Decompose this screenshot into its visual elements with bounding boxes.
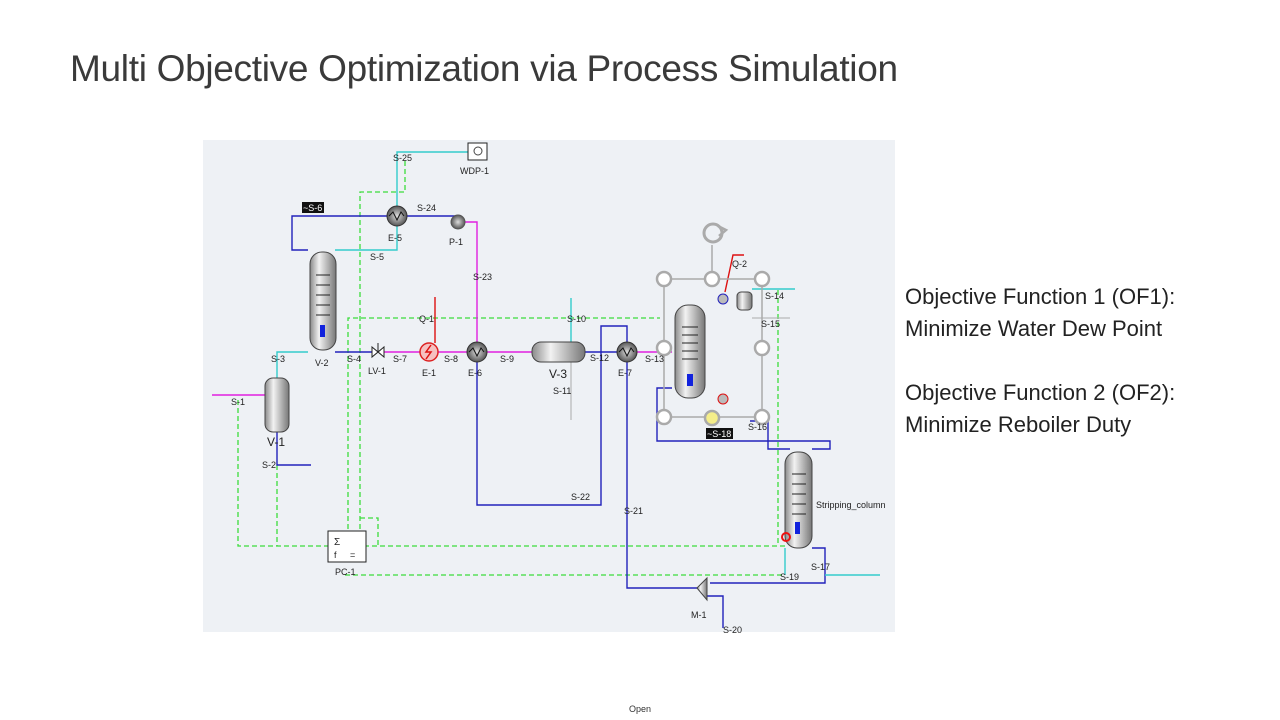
recycle-icon[interactable] (702, 222, 729, 244)
energy-lines (237, 160, 785, 576)
vessel-v1[interactable] (264, 377, 290, 433)
stream-s7: S-7 (393, 354, 407, 364)
svg-text:=: = (350, 550, 355, 560)
pc1-block[interactable]: Σf = (327, 530, 367, 563)
objective-function-2: Objective Function 2 (OF2): Minimize Reb… (905, 377, 1175, 441)
objective-2-goal: Minimize Reboiler Duty (905, 412, 1132, 437)
vessel-v3[interactable] (531, 341, 586, 363)
heat-exchanger-e5[interactable] (386, 205, 408, 227)
label-q1: Q-1 (419, 314, 434, 324)
stream-s11: S-11 (553, 386, 571, 396)
mixer-m1[interactable] (696, 576, 708, 602)
stream-s3: S-3 (271, 354, 285, 364)
stream-s12: S-12 (590, 353, 609, 363)
pump-p1[interactable] (450, 214, 466, 230)
label-e5: E-5 (388, 233, 402, 243)
label-q2: Q-2 (732, 259, 747, 269)
stream-s9: S-9 (500, 354, 514, 364)
stream-s14: S-14 (765, 291, 784, 301)
stream-s24: S-24 (417, 203, 436, 213)
stream-s17: S-17 (811, 562, 830, 572)
vessel-v2[interactable] (309, 251, 337, 351)
wdp1-block[interactable] (467, 142, 488, 161)
stream-s20: S-20 (723, 625, 742, 635)
slide-title: Multi Objective Optimization via Process… (70, 48, 898, 89)
stream-s16: S-16 (748, 422, 767, 432)
label-wdp1: WDP-1 (460, 166, 489, 176)
stripping-column[interactable] (781, 451, 813, 549)
stream-s10: S-10 (567, 314, 586, 324)
objective-2-title: Objective Function 2 (OF2): (905, 380, 1176, 405)
stream-s25: S-25 (393, 153, 412, 163)
stream-s5: S-5 (370, 252, 384, 262)
label-lv1: LV-1 (368, 366, 386, 376)
label-e7: E-7 (618, 368, 632, 378)
label-v2: V-2 (315, 358, 329, 368)
heater-e1[interactable] (419, 342, 439, 362)
svg-text:Σ: Σ (334, 537, 340, 548)
flowsheet-canvas[interactable] (203, 140, 895, 632)
stream-s23: S-23 (473, 272, 492, 282)
stream-s19: S-19 (780, 572, 799, 582)
label-v1: V-1 (267, 435, 285, 449)
stream-s18: ~S-18 (707, 429, 731, 439)
stream-s21: S-21 (624, 506, 643, 516)
heat-exchanger-e7[interactable] (616, 341, 638, 363)
label-e1: E-1 (422, 368, 436, 378)
open-label[interactable]: Open (628, 704, 652, 714)
label-stripping-column: Stripping_column (816, 500, 886, 510)
stream-s6: ~S-6 (303, 203, 322, 213)
objective-function-1: Objective Function 1 (OF1): Minimize Wat… (905, 281, 1175, 345)
stream-s4: S-4 (347, 354, 361, 364)
label-pc1: PC-1 (335, 567, 356, 577)
objective-1-title: Objective Function 1 (OF1): (905, 284, 1176, 309)
stream-lines (212, 151, 880, 628)
stream-s2: S-2 (262, 460, 276, 470)
stream-s8: S-8 (444, 354, 458, 364)
label-e6: E-6 (468, 368, 482, 378)
svg-text:f: f (334, 550, 337, 560)
stream-s22: S-22 (571, 492, 590, 502)
label-p1: P-1 (449, 237, 463, 247)
column-frame (655, 245, 771, 427)
label-v3: V-3 (549, 367, 567, 381)
valve-lv1[interactable] (371, 343, 385, 359)
label-m1: M-1 (691, 610, 707, 620)
stream-s1: S-1 (231, 397, 245, 407)
objective-1-goal: Minimize Water Dew Point (905, 316, 1163, 341)
stream-s15: S-15 (761, 319, 780, 329)
distillation-column[interactable] (674, 291, 753, 405)
stream-s13: S-13 (645, 354, 664, 364)
heat-exchanger-e6[interactable] (466, 341, 488, 363)
